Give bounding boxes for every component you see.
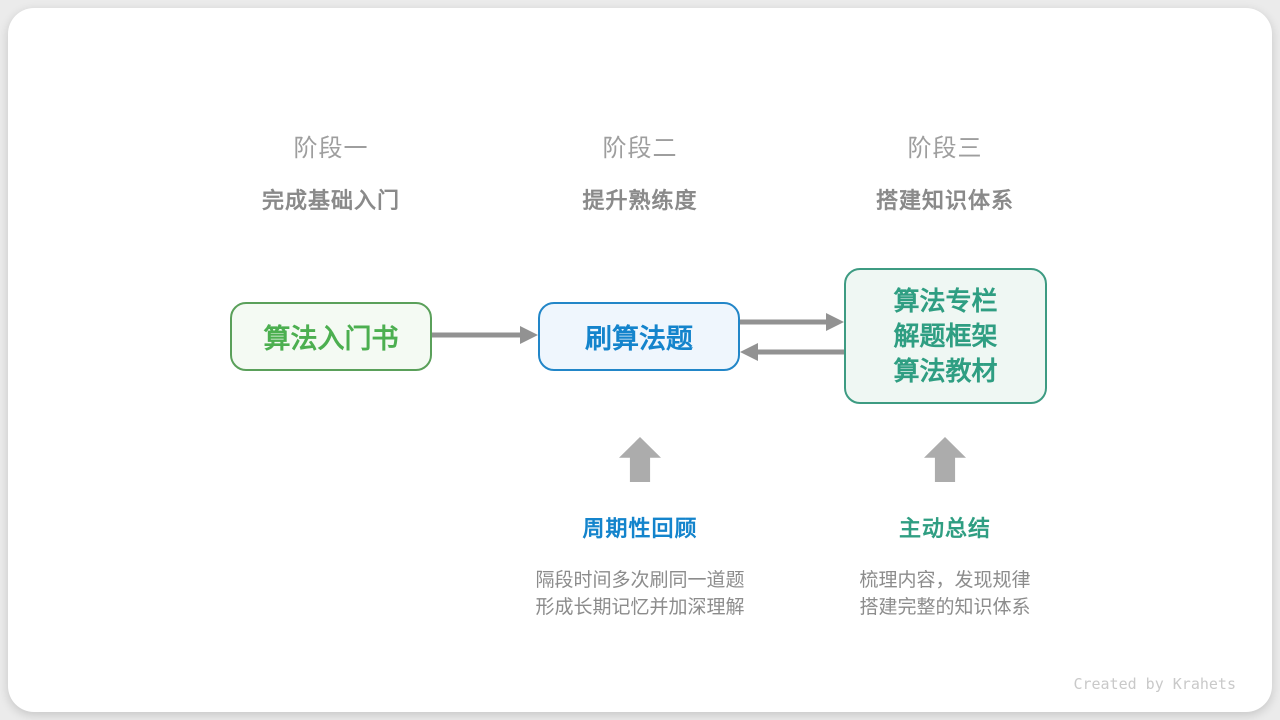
callout-periodic-review: 周期性回顾 隔段时间多次刷同一道题 形成长期记忆并加深理解	[490, 511, 790, 621]
callout-desc-line-1: 梳理内容，发现规律	[859, 570, 1031, 591]
stage-2-label: 阶段二	[602, 135, 678, 162]
callout-description: 隔段时间多次刷同一道题 形成长期记忆并加深理解	[490, 567, 790, 621]
arrow-right-node2-node3	[740, 313, 844, 331]
callout-description: 梳理内容，发现规律 搭建完整的知识体系	[795, 567, 1095, 621]
callout-active-summary: 主动总结 梳理内容，发现规律 搭建完整的知识体系	[795, 511, 1095, 621]
stage-3-label: 阶段三	[907, 135, 983, 162]
stage-3-header: 阶段三 搭建知识体系	[795, 128, 1095, 215]
stage-1-header: 阶段一 完成基础入门	[181, 128, 481, 215]
node-label: 刷算法题	[585, 324, 693, 354]
arrow-right-node1-node2	[432, 326, 538, 344]
node-line-2: 解题框架	[893, 320, 998, 351]
stage-2-title: 提升熟练度	[582, 188, 698, 213]
node-practice-problems: 刷算法题	[538, 302, 740, 371]
node-label: 算法入门书	[263, 324, 399, 354]
stage-3-title: 搭建知识体系	[875, 188, 1014, 213]
callout-desc-line-2: 形成长期记忆并加深理解	[535, 597, 745, 618]
stage-2-header: 阶段二 提升熟练度	[490, 128, 790, 215]
callout-title: 周期性回顾	[582, 516, 698, 541]
callout-desc-line-1: 隔段时间多次刷同一道题	[535, 570, 745, 591]
stage-1-title: 完成基础入门	[261, 188, 400, 213]
arrow-left-node3-node2	[740, 343, 844, 361]
stage-1-label: 阶段一	[293, 135, 369, 162]
node-algorithm-intro-book: 算法入门书	[230, 302, 432, 371]
node-line-1: 算法专栏	[893, 285, 998, 316]
callout-desc-line-2: 搭建完整的知识体系	[859, 597, 1031, 618]
node-line-3: 算法教材	[893, 355, 998, 386]
node-knowledge-resources: 算法专栏 解题框架 算法教材	[844, 268, 1047, 404]
callout-title: 主动总结	[898, 516, 991, 541]
credit-text: Created by Krahets	[1073, 675, 1236, 693]
